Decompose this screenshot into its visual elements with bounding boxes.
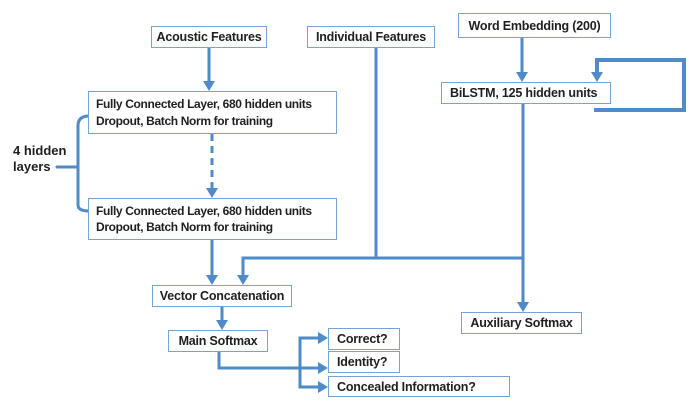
- node-main-softmax: Main Softmax: [168, 330, 268, 352]
- node-individual-features: Individual Features: [307, 26, 435, 48]
- node-fully-connected-2-line1: Fully Connected Layer, 680 hidden units: [96, 203, 312, 218]
- arrowhead-into-identity: [318, 362, 328, 374]
- node-bilstm-label: BiLSTM, 125 hidden units: [450, 86, 598, 100]
- node-fully-connected-1: Fully Connected Layer, 680 hidden units …: [88, 91, 337, 134]
- arrowhead-fc2-into-concat: [206, 275, 218, 285]
- node-output-concealed-label: Concealed Information?: [337, 379, 476, 394]
- hidden-layers-brace: [55, 114, 91, 213]
- arrowhead-into-bilstm: [516, 72, 528, 82]
- node-output-concealed: Concealed Information?: [328, 376, 510, 397]
- node-main-softmax-label: Main Softmax: [178, 334, 258, 348]
- hidden-layers-annotation-line1: 4 hidden: [13, 143, 67, 158]
- arrowhead-into-fc1: [203, 81, 215, 91]
- node-auxiliary-softmax-label: Auxiliary Softmax: [470, 316, 573, 330]
- node-output-identity: Identity?: [328, 351, 400, 373]
- bilstm-recurrent-loop: [594, 58, 686, 112]
- node-vector-concatenation-label: Vector Concatenation: [159, 289, 285, 303]
- arrowhead-into-main-softmax: [216, 320, 228, 330]
- node-word-embedding: Word Embedding (200): [458, 13, 611, 38]
- hidden-layers-annotation: 4 hidden layers: [13, 143, 66, 175]
- edge-mainsoftmax-trunk: [217, 352, 319, 370]
- node-fully-connected-1-line2: Dropout, Batch Norm for training: [96, 113, 273, 128]
- node-output-correct-label: Correct?: [337, 332, 388, 346]
- node-fully-connected-2: Fully Connected Layer, 680 hidden units …: [88, 198, 337, 240]
- node-output-identity-label: Identity?: [337, 355, 388, 369]
- edge-bus-to-concat: [241, 256, 523, 276]
- node-bilstm: BiLSTM, 125 hidden units: [441, 82, 611, 104]
- node-acoustic-features-label: Acoustic Features: [156, 30, 262, 44]
- node-fully-connected-1-line1: Fully Connected Layer, 680 hidden units: [96, 97, 312, 111]
- arrowhead-into-aux-softmax: [517, 302, 529, 312]
- arrowhead-into-correct: [318, 332, 328, 344]
- hidden-layers-annotation-line2: layers: [13, 159, 51, 174]
- edge-branch-correct: [298, 336, 319, 368]
- arrowhead-into-concealed: [318, 381, 328, 393]
- node-individual-features-label: Individual Features: [315, 30, 427, 44]
- node-output-correct: Correct?: [328, 328, 400, 350]
- node-acoustic-features: Acoustic Features: [151, 26, 267, 48]
- node-word-embedding-label: Word Embedding (200): [468, 18, 601, 33]
- node-auxiliary-softmax: Auxiliary Softmax: [461, 312, 582, 334]
- edge-branch-concealed: [298, 368, 319, 389]
- node-fully-connected-2-line2: Dropout, Batch Norm for training: [96, 220, 273, 234]
- arrowhead-bus-into-concat: [237, 275, 249, 285]
- arrowhead-into-fc2: [206, 188, 218, 198]
- node-vector-concatenation: Vector Concatenation: [152, 285, 292, 307]
- arrowhead-loop-into-bilstm: [591, 72, 603, 82]
- arrowheads: [203, 72, 603, 393]
